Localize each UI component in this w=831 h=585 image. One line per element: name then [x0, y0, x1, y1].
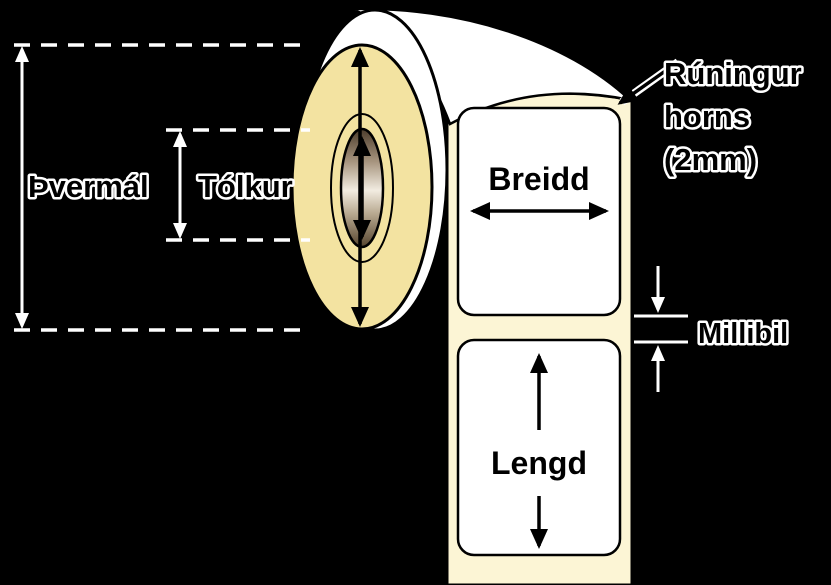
length-label: Lengd — [491, 445, 587, 481]
corner-note-line2: horns — [664, 99, 750, 134]
core-label: Tólkur — [198, 169, 293, 204]
width-label: Breidd — [488, 161, 589, 197]
gap-label: Millibil — [698, 318, 788, 350]
lower-label — [456, 338, 622, 557]
corner-arrow — [617, 60, 680, 105]
diameter-label: Þvermál — [28, 169, 149, 204]
corner-note-line3: (2mm) — [664, 142, 757, 177]
corner-note-line1: Rúningur — [664, 56, 802, 91]
